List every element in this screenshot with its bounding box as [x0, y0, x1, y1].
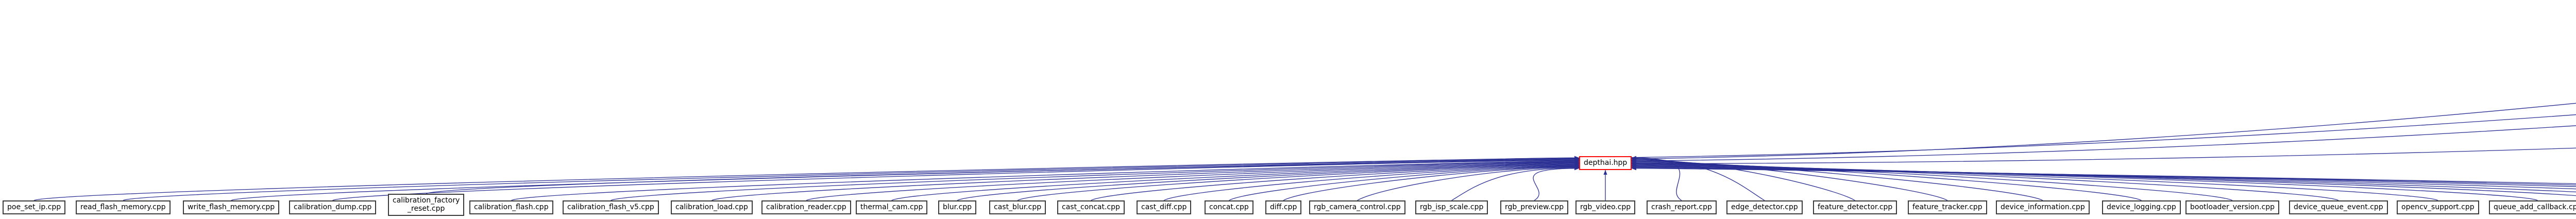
node-feature_detector[interactable]: feature_detector.cpp: [1813, 200, 1897, 214]
node-rgb_camera_control[interactable]: rgb_camera_control.cpp: [1309, 200, 1405, 214]
node-device_logging[interactable]: device_logging.cpp: [2102, 200, 2181, 214]
include-edge: [1631, 165, 2576, 193]
node-calibration_flash_v5[interactable]: calibration_flash_v5.cpp: [563, 200, 659, 214]
include-edge: [1091, 164, 1580, 201]
include-edge: [1357, 166, 1580, 201]
include-edge: [1533, 168, 1580, 201]
include-edge: [957, 163, 1580, 201]
node-rgb_video[interactable]: rgb_video.cpp: [1575, 200, 1636, 214]
include-edge: [1631, 167, 2576, 186]
include-edge: [1017, 164, 1580, 201]
node-device_queue_event[interactable]: device_queue_event.cpp: [2289, 200, 2388, 214]
include-edge: [1631, 168, 2576, 184]
include-edge: [611, 161, 1580, 201]
include-edge: [1631, 163, 2438, 201]
include-edge: [1631, 159, 1855, 201]
include-edge: [1229, 165, 1580, 201]
include-edge: [1631, 103, 2576, 160]
node-write_flash_memory[interactable]: write_flash_memory.cpp: [183, 200, 280, 214]
node-calibration_reader[interactable]: calibration_reader.cpp: [761, 200, 851, 214]
include-edge: [1163, 165, 1580, 201]
include-edge: [891, 162, 1580, 201]
include-edge: [1631, 164, 2576, 196]
node-cast_blur[interactable]: cast_blur.cpp: [989, 200, 1046, 214]
node-blur[interactable]: blur.cpp: [938, 200, 977, 214]
include-edge: [1631, 147, 2576, 164]
node-calibration_factory_reset[interactable]: calibration_factory _reset.cpp: [388, 194, 465, 216]
node-read_flash_memory[interactable]: read_flash_memory.cpp: [76, 200, 171, 214]
include-edge: [1631, 163, 2538, 201]
include-edge: [511, 160, 1580, 201]
node-thermal_cam[interactable]: thermal_cam.cpp: [856, 200, 928, 214]
node-crash_report[interactable]: crash_report.cpp: [1647, 200, 1717, 214]
edge-arrowhead: [1603, 170, 1607, 175]
node-opencv_support[interactable]: opencv_support.cpp: [2397, 200, 2479, 214]
include-edge: [1631, 166, 2576, 187]
node-calibration_dump[interactable]: calibration_dump.cpp: [289, 200, 377, 214]
node-diff[interactable]: diff.cpp: [1265, 200, 1302, 214]
node-rgb_isp_scale[interactable]: rgb_isp_scale.cpp: [1415, 200, 1488, 214]
include-edge: [426, 160, 1580, 194]
include-edge: [1631, 166, 2576, 190]
edge-arrowhead: [1632, 166, 1636, 171]
node-device_information[interactable]: device_information.cpp: [1996, 200, 2090, 214]
include-edge: [1283, 166, 1580, 201]
node-calibration_flash[interactable]: calibration_flash.cpp: [469, 200, 553, 214]
include-edge: [1631, 125, 2576, 162]
node-depthai_hpp[interactable]: depthai.hpp: [1579, 156, 1632, 170]
node-bootloader_version[interactable]: bootloader_version.cpp: [2185, 200, 2279, 214]
node-calibration_load[interactable]: calibration_load.cpp: [671, 200, 753, 214]
include-edge: [806, 162, 1580, 201]
node-queue_add_callback[interactable]: queue_add_callback.cpp: [2489, 200, 2576, 214]
include-edge: [33, 157, 1580, 201]
node-concat[interactable]: concat.cpp: [1205, 200, 1253, 214]
include-edge: [123, 158, 1580, 201]
include-edge: [1631, 160, 2043, 201]
edge-arrowhead: [1574, 166, 1579, 171]
node-poe_set_ip[interactable]: poe_set_ip.cpp: [3, 200, 66, 214]
include-edge: [1631, 114, 2576, 158]
include-edge: [1631, 159, 1948, 201]
include-edge: [1631, 161, 2233, 201]
include-edge: [1451, 167, 1580, 201]
node-cast_concat[interactable]: cast_concat.cpp: [1057, 200, 1125, 214]
include-edge: [1631, 162, 2339, 201]
node-feature_tracker[interactable]: feature_tracker.cpp: [1908, 200, 1987, 214]
include-edge: [1631, 161, 2142, 201]
node-rgb_preview[interactable]: rgb_preview.cpp: [1500, 200, 1569, 214]
include-edge: [1631, 158, 1765, 201]
node-edge_detector[interactable]: edge_detector.cpp: [1726, 200, 1803, 214]
node-cast_diff[interactable]: cast_diff.cpp: [1137, 200, 1192, 214]
include-edge: [711, 161, 1580, 201]
